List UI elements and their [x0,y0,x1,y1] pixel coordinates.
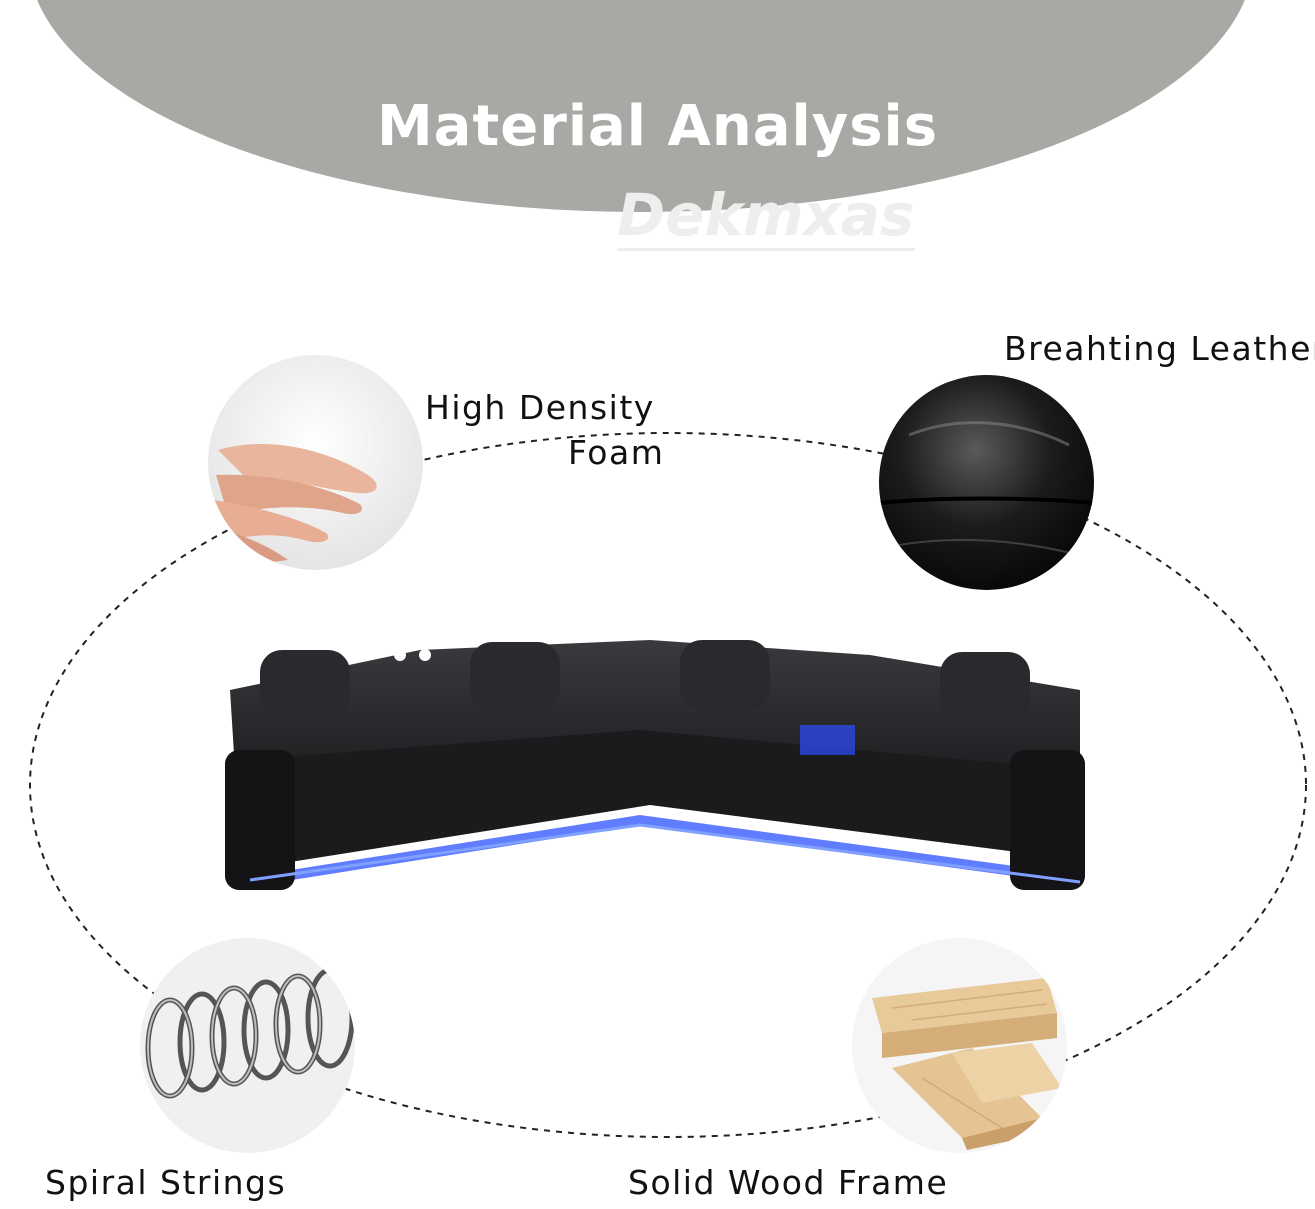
brand-watermark: Dekmxas [617,181,915,251]
sofa-image [225,640,1085,890]
label-wood: Solid Wood Frame [628,1163,949,1202]
foam-hand-icon [208,355,423,570]
label-springs: Spiral Strings [45,1163,287,1202]
wood-planks-icon [852,938,1067,1153]
label-foam-line2: Foam [568,433,665,472]
page-title: Material Analysis [376,94,939,159]
label-leather: Breahting Leather [1004,329,1315,368]
label-foam-line1: High Density [425,388,655,427]
leather-swatch-icon [879,375,1094,590]
spiral-spring-icon [140,938,355,1153]
